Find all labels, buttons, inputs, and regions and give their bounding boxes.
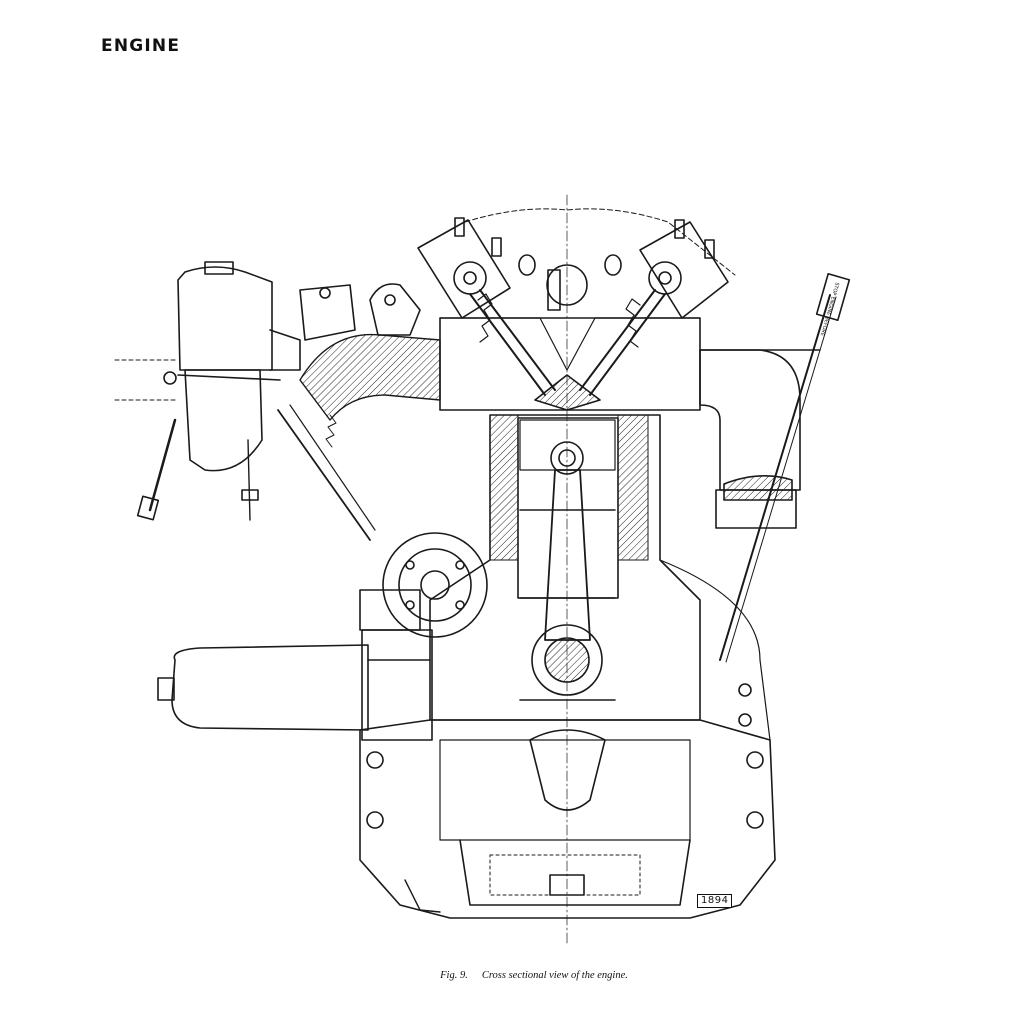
rocker-cover-outline xyxy=(464,208,736,276)
section-title: ENGINE xyxy=(101,36,181,56)
timing-cover xyxy=(659,559,771,741)
combustion-chamber xyxy=(534,374,601,411)
dipstick-label-text: STOP ENGINE BEFORE xyxy=(819,281,840,336)
intake-manifold xyxy=(299,283,441,421)
piston-connecting-rod xyxy=(519,441,616,701)
exhaust-manifold xyxy=(699,349,821,529)
figure-caption: Fig. 9. Cross sectional view of the engin… xyxy=(0,970,1024,981)
crankcase xyxy=(359,683,776,919)
central-camshaft-area xyxy=(518,254,622,311)
dipstick xyxy=(719,272,851,663)
caption-text: Cross sectional view of the engine. xyxy=(481,970,628,981)
caption-number: Fig. 9. xyxy=(440,970,468,981)
left-cylinder-head-valvegear xyxy=(417,217,556,396)
figure-id-label: 1894 xyxy=(697,894,733,908)
carburettor xyxy=(114,261,376,541)
right-cylinder-head-valvegear xyxy=(579,219,729,396)
oil-filter-housing xyxy=(157,629,433,741)
